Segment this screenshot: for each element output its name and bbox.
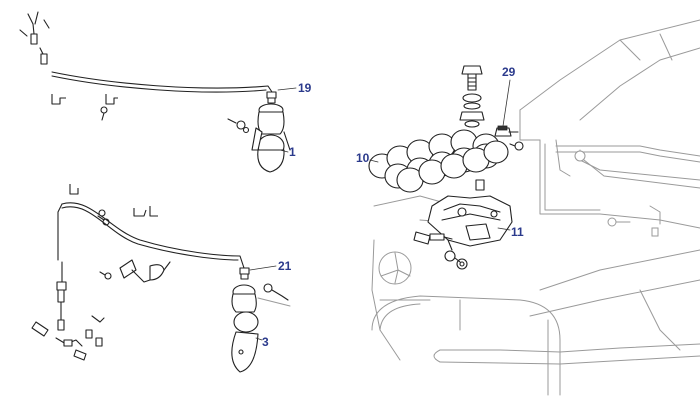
fitting-21 (239, 267, 250, 280)
hex-bolt-top (459, 65, 485, 128)
fitting-19 (266, 91, 277, 104)
callout-11-label: 11 (511, 225, 524, 239)
callout-10-label: 10 (356, 151, 370, 165)
mounting-screw-lower (257, 283, 291, 307)
callout-1: 1 (279, 145, 296, 159)
push-fastener-29 (494, 125, 524, 151)
callout-1-label: 1 (289, 145, 296, 159)
callout-3-label: 3 (262, 335, 269, 349)
engine-bay-frame (519, 109, 700, 229)
callout-10: 10 (356, 151, 379, 165)
callout-29-label: 29 (502, 65, 516, 79)
callout-19: 19 (277, 81, 312, 95)
callout-11: 11 (497, 225, 524, 239)
grille (371, 295, 561, 396)
vehicle-front-outline (371, 19, 700, 396)
upper-left-assembly: 19 1 (19, 11, 312, 173)
callout-21-label: 21 (278, 259, 292, 273)
lower-horn-3 (231, 284, 259, 373)
wheel-arch-and-fender (371, 195, 700, 361)
spacer-small (475, 179, 485, 191)
bumper (433, 343, 700, 365)
mounting-screw-upper (227, 118, 250, 134)
mercedes-star-emblem (378, 251, 412, 285)
horn-cluster-10 (368, 129, 509, 193)
lower-hose (57, 202, 245, 283)
right-horn-parts: 29 10 11 (356, 65, 524, 270)
open-hood (519, 19, 700, 121)
callout-21: 21 (249, 259, 292, 273)
bracket-bolts-left (413, 231, 468, 270)
y-connector-top (19, 11, 50, 65)
hose-clips-upper (51, 94, 118, 121)
callout-3: 3 (255, 335, 269, 349)
hose-clips-lower (69, 184, 158, 226)
upper-hose (51, 71, 273, 93)
callout-29: 29 (502, 65, 516, 127)
callout-19-label: 19 (298, 81, 312, 95)
mounting-bracket-lower (99, 259, 171, 283)
bracket-bolts-right (607, 205, 661, 237)
vertical-hose-fittings (31, 281, 105, 361)
horn-bracket-11 (427, 195, 513, 251)
lower-left-assembly: 21 3 (31, 184, 292, 373)
upper-horn-1 (251, 103, 291, 173)
